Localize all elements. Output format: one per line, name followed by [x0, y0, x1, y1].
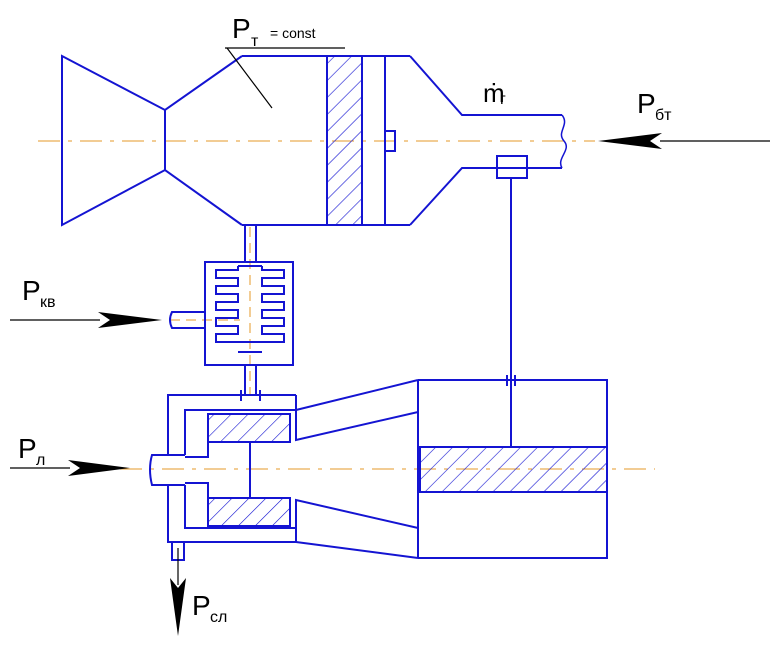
valve-housing-bottom — [167, 485, 296, 543]
bellows-right-convolutions — [261, 266, 285, 343]
label-mg-main: ṁ — [483, 78, 505, 108]
label-pl-main: P — [18, 433, 37, 464]
piston-rod-stub — [384, 130, 396, 152]
right-taper-top — [409, 55, 562, 116]
label-pt-main: P — [232, 13, 251, 44]
pt-leader-line — [226, 47, 273, 109]
label-pkv-sub: кв — [40, 294, 56, 311]
label-mg-sub: г — [500, 91, 506, 108]
spool-link-bottom — [185, 482, 209, 498]
valve-inner-bottom — [184, 485, 296, 529]
label-pkv-main: P — [22, 275, 41, 306]
valve-housing-top — [167, 394, 296, 455]
lower-valve-actuator — [149, 375, 608, 561]
nozzle-contour — [61, 54, 243, 227]
valve-inner-top — [184, 409, 296, 455]
label-pt-sub: т — [251, 33, 259, 50]
outer-cone-bottom — [295, 541, 419, 559]
label-psl-sub: сл — [210, 609, 227, 626]
label-pl-sub: л — [36, 452, 45, 469]
upper-nozzle-chamber — [61, 54, 567, 227]
hatched-piston — [326, 55, 363, 226]
label-psl-main: P — [192, 590, 211, 621]
bellows-left-convolutions — [215, 266, 239, 343]
bellows-unit — [169, 261, 294, 366]
arrow-pkv — [10, 312, 162, 328]
break-line — [559, 114, 567, 169]
spool-link-top — [185, 442, 209, 458]
right-taper-bottom — [409, 167, 562, 226]
label-pt-eq: = const — [270, 25, 316, 41]
arrow-pkv-head — [98, 312, 162, 328]
actuator-piston — [419, 446, 608, 493]
valve-inlet-pipe — [149, 454, 185, 486]
arrow-psl-head — [170, 578, 186, 636]
lower-spool — [207, 497, 291, 527]
label-pbt-sub: бт — [655, 107, 672, 124]
bellows-inlet-pipe — [169, 311, 205, 329]
arrow-pl — [10, 460, 130, 476]
arrow-pl-head — [68, 460, 130, 476]
upper-spool — [207, 413, 291, 443]
outer-cone-top — [295, 379, 419, 411]
arrow-psl — [170, 548, 186, 636]
arrow-pbt-head — [598, 133, 662, 149]
bellows-housing — [204, 261, 294, 366]
arrow-pbt — [598, 133, 770, 149]
diffuser-contour — [295, 410, 419, 530]
label-pbt-main: P — [637, 88, 656, 119]
